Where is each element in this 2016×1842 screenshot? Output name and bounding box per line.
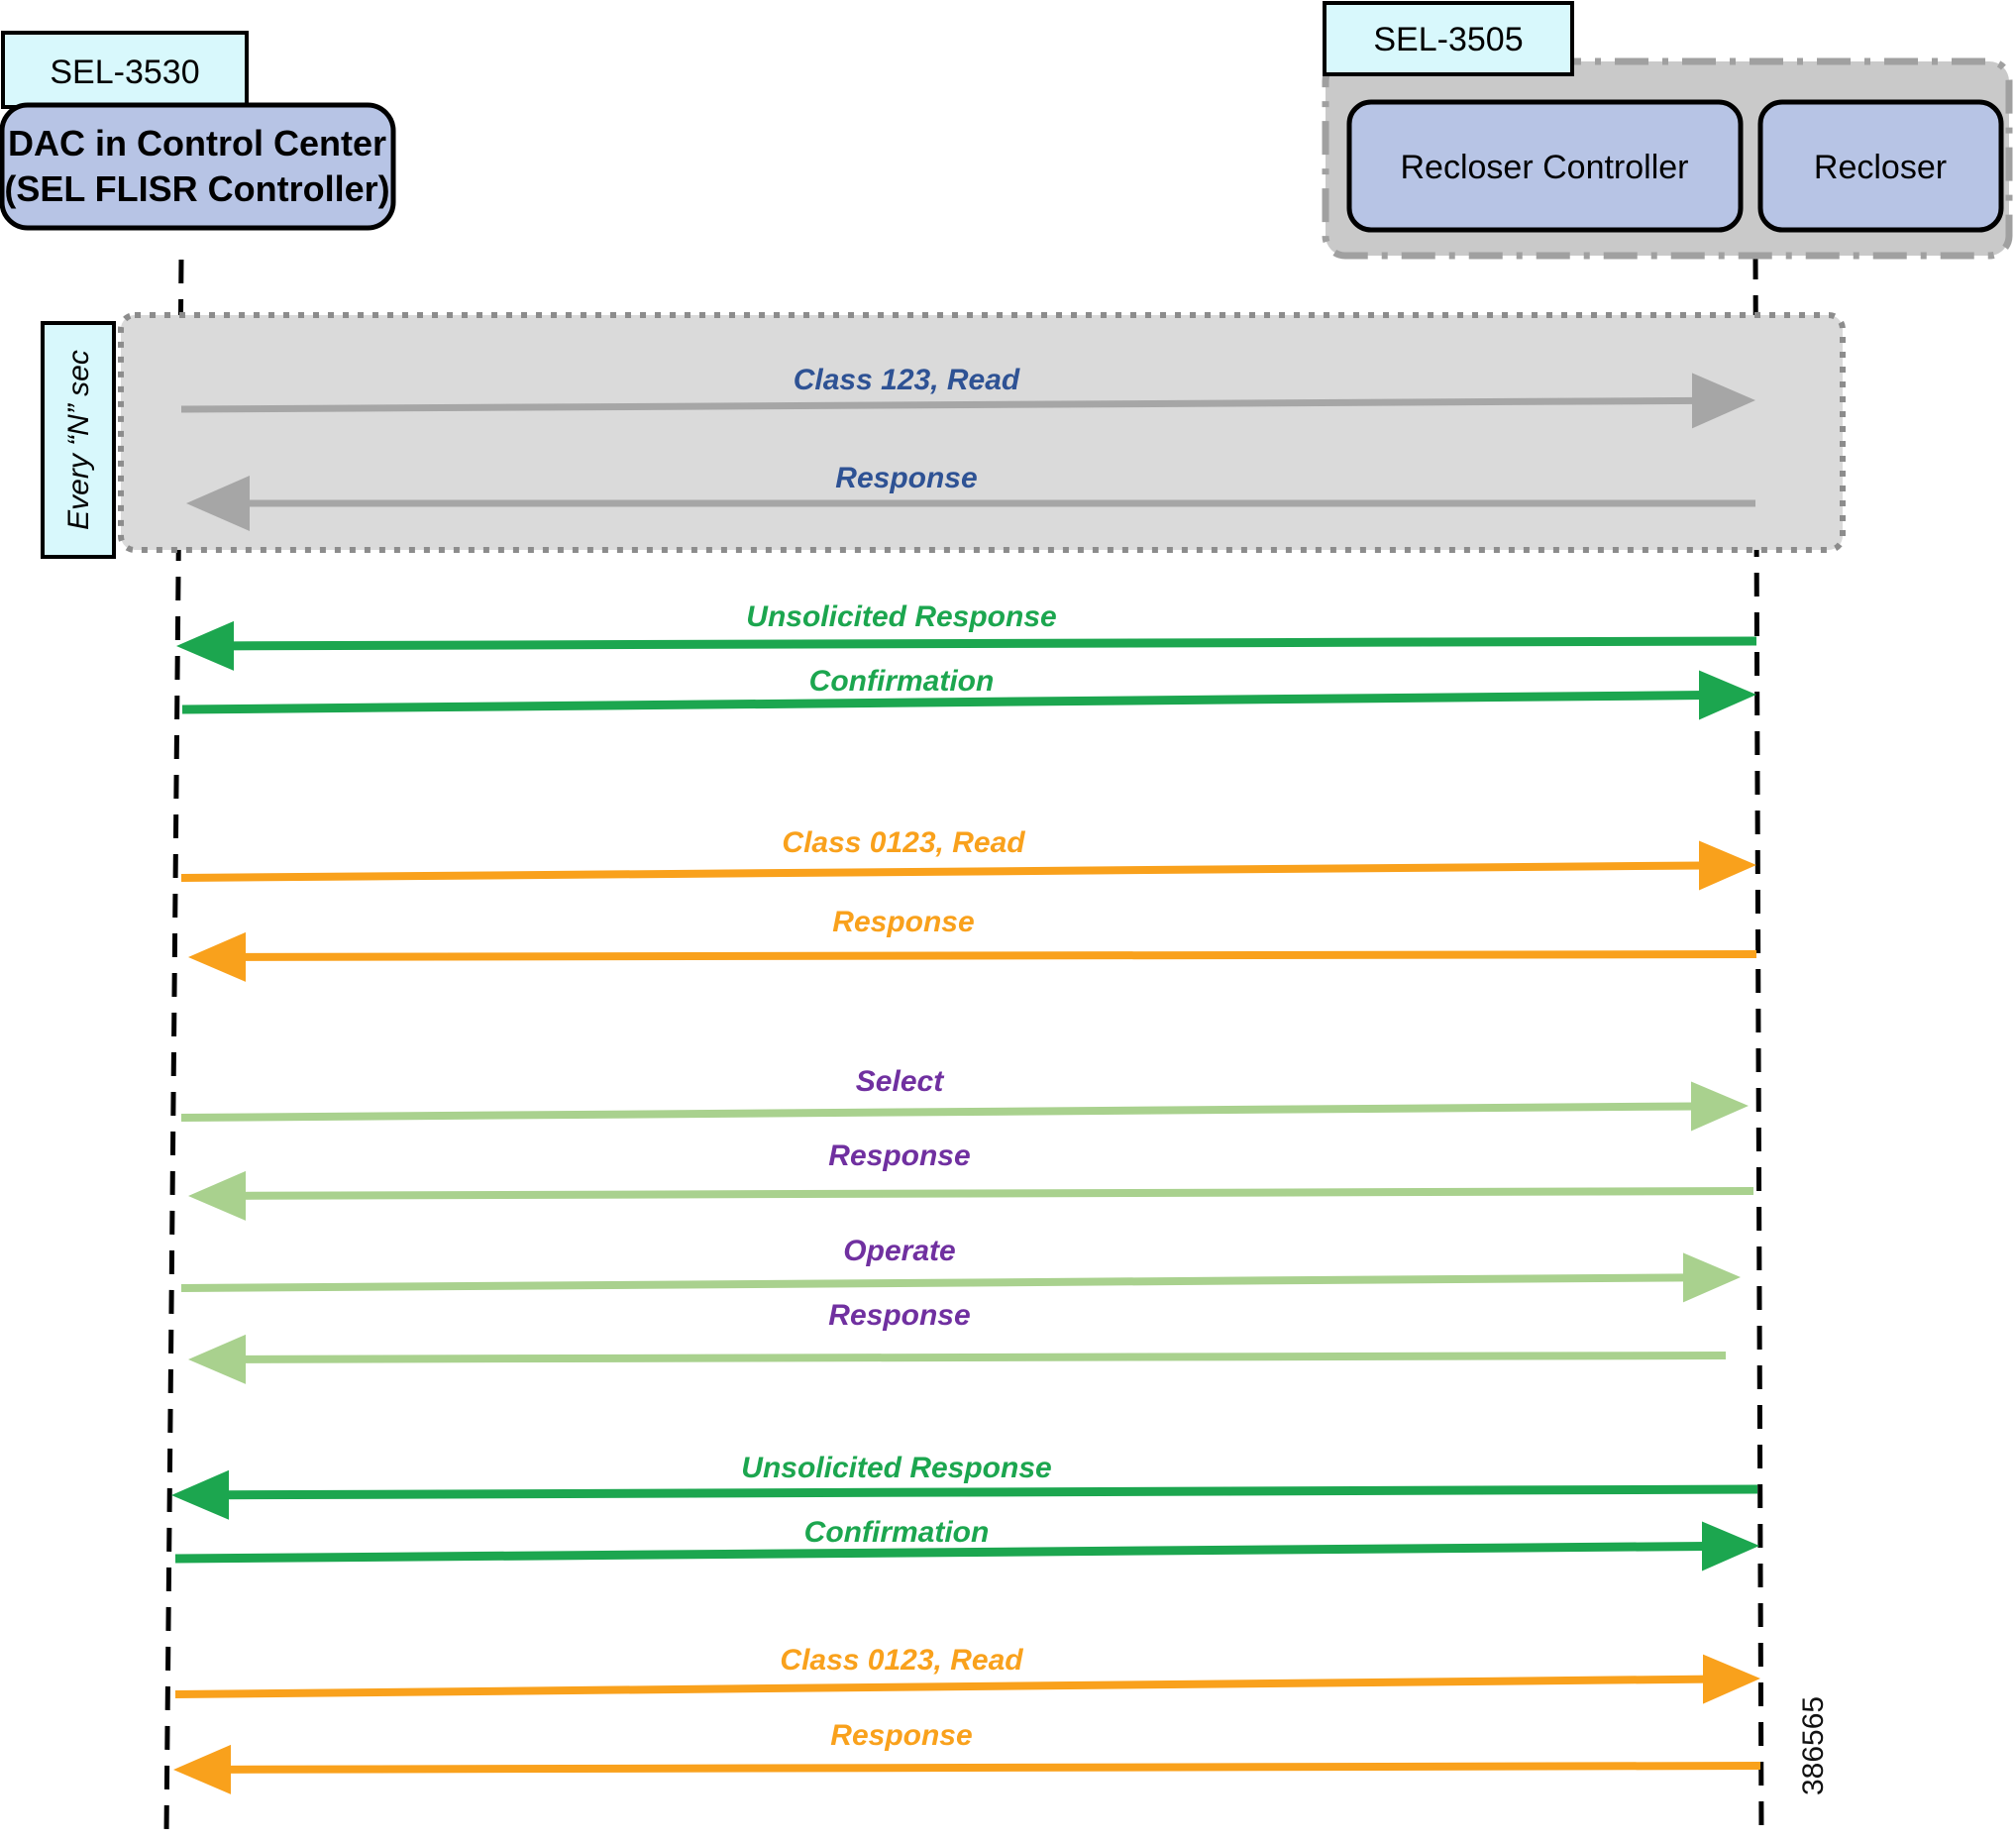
message-arrow-line bbox=[224, 1762, 1761, 1774]
message-arrow-line bbox=[174, 1675, 1710, 1698]
message-arrow-line bbox=[180, 861, 1706, 882]
message-arrowhead-right bbox=[1692, 373, 1755, 429]
right-lifeline bbox=[1752, 255, 1764, 1834]
message-label: Response bbox=[828, 1139, 970, 1172]
message-arrowhead-left bbox=[173, 1744, 231, 1794]
message-arrowhead-right bbox=[1699, 670, 1756, 720]
poll-loop-box bbox=[118, 312, 1846, 553]
message-arrowhead-left bbox=[188, 1170, 246, 1221]
sel-3530-tag-box bbox=[1, 31, 249, 109]
message-arrowhead-right bbox=[1683, 1252, 1741, 1303]
message-arrow-line bbox=[181, 691, 1706, 714]
message-label: Operate bbox=[843, 1235, 955, 1267]
message-label: Confirmation bbox=[809, 665, 995, 698]
sel-3505-tag-box bbox=[1323, 1, 1574, 76]
message-label: Response bbox=[828, 1299, 970, 1332]
message-arrowhead-right bbox=[1702, 1521, 1759, 1571]
message-arrow-line bbox=[239, 1352, 1727, 1363]
message-arrow-line bbox=[227, 636, 1757, 651]
dac-label-line1: DAC in Control Center bbox=[8, 123, 386, 163]
message-arrow-line bbox=[180, 1102, 1698, 1122]
recloser-controller-label: Recloser Controller bbox=[1401, 149, 1689, 186]
dac-label-line2: (SEL FLISR Controller) bbox=[4, 168, 389, 209]
message-arrowhead-left bbox=[171, 1469, 229, 1520]
figure-number: 386565 bbox=[1797, 1696, 1830, 1795]
message-arrowhead-left bbox=[188, 931, 246, 982]
message-arrow-line bbox=[222, 1484, 1758, 1500]
message-label: Response bbox=[830, 1719, 972, 1752]
message-arrow-line bbox=[174, 1541, 1709, 1564]
message-arrow-line bbox=[180, 396, 1699, 413]
message-label: Select bbox=[856, 1065, 945, 1098]
message-arrow-line bbox=[180, 1273, 1690, 1292]
message-arrowhead-right bbox=[1691, 1081, 1749, 1132]
loop-interval-box bbox=[41, 321, 116, 559]
message-arrowhead-left bbox=[186, 476, 250, 531]
message-label: Class 0123, Read bbox=[780, 1644, 1023, 1677]
message-label: Confirmation bbox=[804, 1516, 990, 1549]
sel-3505-tag: SEL-3505 bbox=[1373, 21, 1523, 58]
message-label: Class 123, Read bbox=[794, 364, 1020, 396]
recloser-label: Recloser bbox=[1814, 149, 1947, 186]
message-arrowhead-right bbox=[1703, 1654, 1760, 1704]
left-lifeline bbox=[163, 259, 184, 1834]
message-label: Response bbox=[835, 462, 977, 494]
loop-interval-label: Every “N” sec bbox=[62, 350, 95, 530]
message-arrowhead-left bbox=[188, 1334, 246, 1384]
recloser-controller-box bbox=[1346, 99, 1744, 233]
recloser-box bbox=[1757, 99, 2004, 233]
message-label: Unsolicited Response bbox=[741, 1452, 1051, 1484]
dac-box bbox=[0, 102, 396, 231]
message-label: Class 0123, Read bbox=[782, 826, 1025, 859]
message-label: Response bbox=[832, 906, 974, 938]
message-arrow-line bbox=[239, 1187, 1754, 1200]
message-arrowhead-right bbox=[1699, 840, 1756, 891]
message-arrowhead-left bbox=[176, 620, 234, 671]
message-label: Unsolicited Response bbox=[746, 600, 1056, 633]
sel-3530-tag: SEL-3530 bbox=[50, 54, 199, 91]
message-arrow-line bbox=[239, 950, 1757, 961]
